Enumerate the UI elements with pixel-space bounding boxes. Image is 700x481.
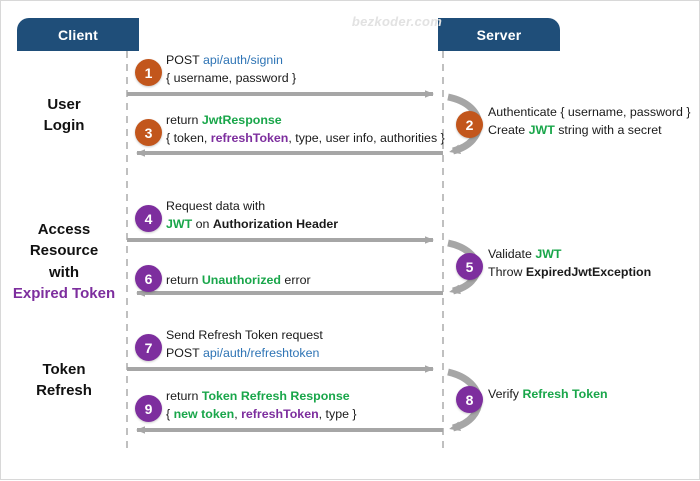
lifeline-header-server: Server — [438, 18, 560, 51]
step-5-l2a: Throw — [488, 264, 526, 279]
step-badge-5: 5 — [456, 253, 483, 280]
phase-label-access-resource: Access Resource with Expired Token — [5, 219, 123, 304]
step-5-l2b: ExpiredJwtException — [525, 264, 652, 279]
step-text-2: Authenticate { username, password } Crea… — [488, 104, 691, 139]
step-6-l1b: Unauthorized — [201, 273, 281, 287]
step-text-6: return Unauthorized error — [166, 272, 311, 290]
step-2-l2a: Create — [488, 122, 529, 137]
step-8-l1a: Verify — [488, 387, 523, 401]
step-badge-3: 3 — [135, 119, 162, 146]
step-3-l1b: JwtResponse — [201, 113, 282, 127]
phase-label-user-login: User Login — [5, 94, 123, 137]
step-4-l2d: Authorization Header — [212, 216, 339, 231]
step-1-l1b: api/auth/signin — [202, 53, 283, 67]
step-badge-2: 2 — [456, 111, 483, 138]
step-6-l1c: error — [280, 273, 311, 287]
phase-line-2: Refresh — [36, 382, 92, 400]
step-text-3: return JwtResponse { token, refreshToken… — [166, 112, 445, 147]
step-text-7: Send Refresh Token request POST api/auth… — [166, 327, 323, 362]
step-text-4: Request data with JWT on Authorization H… — [166, 198, 338, 233]
step-4-l2c: on — [192, 216, 213, 231]
step-7-l2b: api/auth/refreshtoken — [202, 345, 320, 360]
phase-line-4: Expired Token — [12, 284, 116, 302]
step-4-l1a: Request data with — [166, 199, 266, 213]
step-text-1: POST api/auth/signin { username, passwor… — [166, 52, 296, 87]
step-7-l1a: Send Refresh Token request — [166, 328, 323, 342]
step-9-l2e: , type } — [318, 406, 357, 421]
step-text-9: return Token Refresh Response { new toke… — [166, 388, 357, 423]
step-badge-9: 9 — [135, 395, 162, 422]
phase-line-2: Resource — [29, 242, 99, 260]
step-1-l1a: POST — [166, 53, 203, 67]
phase-line-2: Login — [43, 117, 85, 135]
step-badge-7: 7 — [135, 334, 162, 361]
step-9-l2a: { — [166, 406, 174, 421]
step-text-5: Validate JWT Throw ExpiredJwtException — [488, 246, 651, 281]
step-9-l1a: return — [166, 389, 202, 403]
phase-line-1: Access — [37, 221, 91, 238]
phase-line-1: User — [47, 96, 81, 113]
step-1-l2a: { username, password } — [166, 70, 297, 85]
step-2-l2c: string with a secret — [554, 122, 662, 137]
step-badge-8: 8 — [456, 386, 483, 413]
phase-label-token-refresh: Token Refresh — [5, 359, 123, 402]
step-3-l2b: refreshToken — [210, 130, 289, 145]
phase-line-3: with — [49, 263, 79, 281]
step-badge-6: 6 — [135, 265, 162, 292]
step-3-l1a: return — [166, 113, 202, 127]
step-9-l2b: new token — [173, 406, 235, 421]
step-4-l2b: JWT — [166, 216, 193, 231]
step-8-l1b: Refresh Token — [522, 387, 608, 401]
step-5-l1a: Validate — [488, 247, 536, 261]
step-9-l2c: , — [234, 406, 242, 421]
step-2-l2b: JWT — [528, 122, 555, 137]
step-5-l1b: JWT — [535, 247, 562, 261]
step-9-l2d: refreshToken — [241, 406, 319, 421]
lifeline-header-client: Client — [17, 18, 139, 51]
step-2-l1a: Authenticate { username, password } — [488, 105, 691, 119]
step-6-l1a: return — [166, 273, 202, 287]
step-badge-4: 4 — [135, 205, 162, 232]
step-3-l2a: { token, — [166, 130, 211, 145]
step-7-l2a: POST — [166, 345, 203, 360]
watermark: bezkoder.com — [351, 14, 443, 29]
step-badge-1: 1 — [135, 59, 162, 86]
phase-line-1: Token — [42, 361, 86, 378]
step-3-l2c: , type, user info, authorities } — [288, 130, 445, 145]
step-text-8: Verify Refresh Token — [488, 386, 608, 404]
step-9-l1b: Token Refresh Response — [201, 389, 350, 403]
